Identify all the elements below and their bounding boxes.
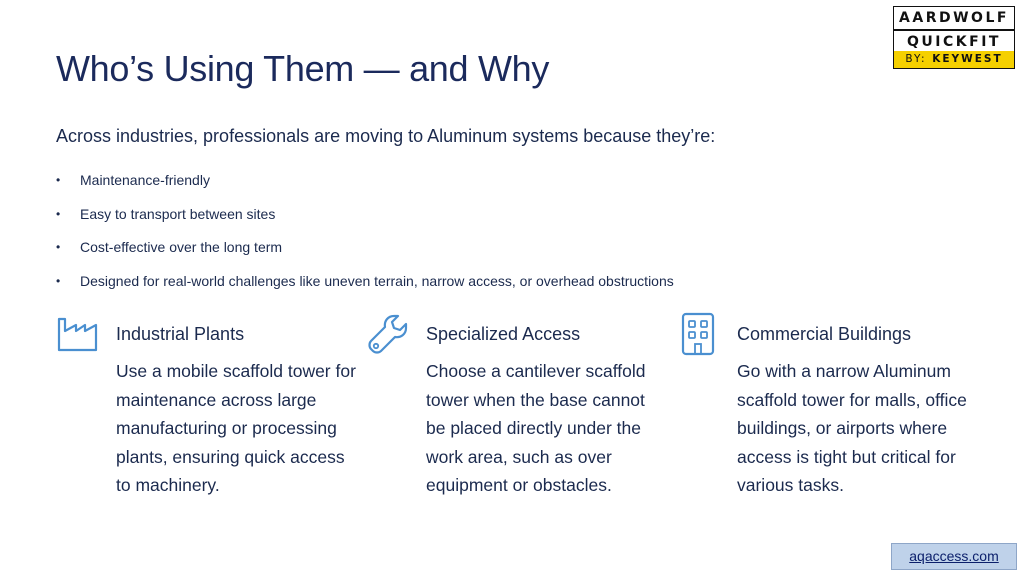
benefits-list: •Maintenance-friendly •Easy to transport… [56,170,674,304]
website-link[interactable]: aqaccess.com [909,548,999,564]
logo-byline: BY: KEYWEST [894,51,1014,68]
column-heading: Commercial Buildings [737,324,912,344]
bullet-icon: • [56,206,61,221]
logo-brand: KEYWEST [932,53,1003,65]
list-item: •Designed for real-world challenges like… [56,272,674,289]
column-heading: Specialized Access [426,324,581,344]
bullet-icon: • [56,173,61,187]
column-text: Use a mobile scaffold tower for maintena… [116,361,356,495]
list-item: •Maintenance-friendly [56,172,210,188]
bullet-icon: • [56,240,61,254]
bullet-icon: • [56,273,61,288]
column-text: Choose a cantilever scaffold tower when … [426,361,646,495]
column-text: Go with a narrow Aluminum scaffold tower… [737,361,967,495]
factory-icon [57,317,98,352]
intro-text: Across industries, professionals are mov… [56,126,716,146]
logo-by: BY: [905,53,927,65]
website-link-box: aqaccess.com [891,543,1017,570]
column-heading: Industrial Plants [116,324,245,344]
logo-line-1: AARDWOLF [894,7,1014,31]
list-item: •Easy to transport between sites [56,205,276,222]
company-logo: AARDWOLF QUICKFIT BY: KEYWEST [893,6,1015,69]
list-item: •Cost-effective over the long term [56,239,283,255]
building-icon [681,312,715,356]
page-title: Who’s Using Them — and Why [56,48,550,89]
wrench-icon [368,314,408,354]
logo-line-2: QUICKFIT [907,34,1001,50]
